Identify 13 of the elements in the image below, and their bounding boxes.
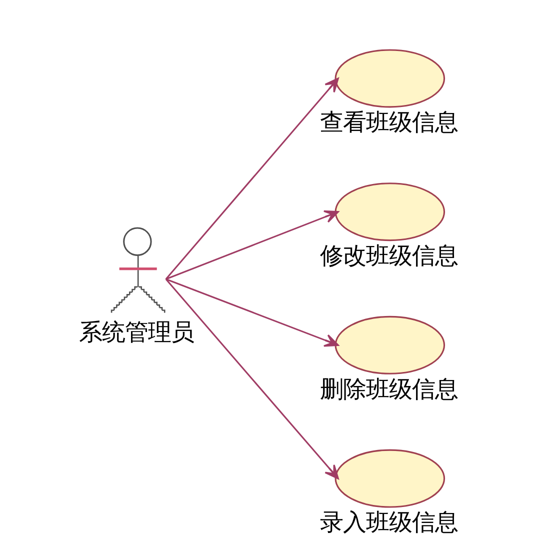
arrow <box>164 278 338 480</box>
arrow <box>165 210 338 280</box>
node-label: 修改班级信息 <box>319 242 458 270</box>
node-label: 录入班级信息 <box>319 509 458 536</box>
node-ellipse <box>334 449 445 508</box>
node-ellipse <box>334 316 445 374</box>
arrow <box>165 278 338 347</box>
node-label: 删除班级信息 <box>319 376 458 403</box>
node-ellipse <box>334 182 445 242</box>
node-label: 系统管理员 <box>78 318 194 346</box>
node-ellipse <box>334 49 445 108</box>
arrow <box>164 78 338 280</box>
node-label: 查看班级信息 <box>319 109 458 136</box>
